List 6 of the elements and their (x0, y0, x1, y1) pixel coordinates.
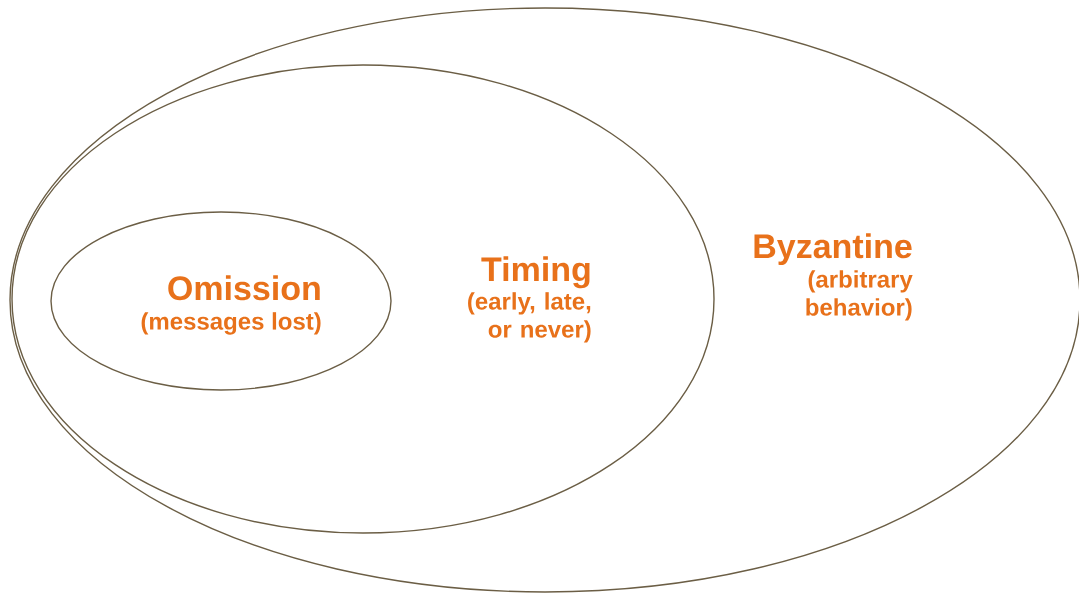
description: (messages lost) (141, 312, 321, 335)
description: (arbitrary behavior) (806, 270, 913, 321)
heading: Byzantine (754, 233, 912, 266)
heading: Timing (481, 256, 590, 289)
description: (early, late, or never) (468, 292, 591, 343)
heading: Omission (168, 275, 320, 301)
